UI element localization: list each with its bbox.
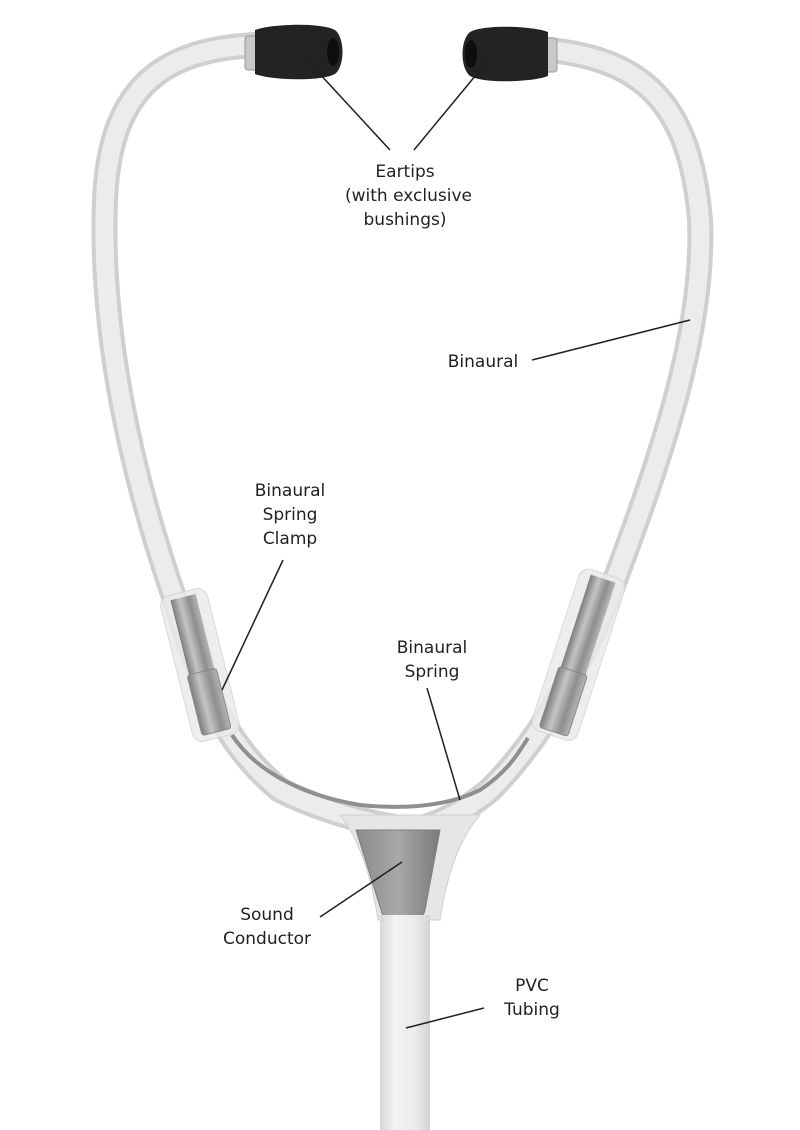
leader-sound-conductor [319,861,403,918]
label-eartips-line2: (with exclusive [345,186,472,206]
label-binaural-line1: Binaural [447,352,519,372]
right-eartip [462,26,558,82]
leader-eartip-right [413,57,491,151]
label-sound-conductor-line2: Conductor [222,929,311,949]
label-spring-clamp-line1: Binaural [254,481,326,501]
label-eartips: Eartips (with exclusive bushings) [345,160,472,232]
label-pvc-tubing: PVC Tubing [494,974,570,1022]
binaural-tubes [91,32,714,843]
leader-binaural [531,319,691,361]
left-spring-clamp [160,588,240,742]
label-sound-conductor-line1: Sound [240,905,294,925]
label-binaural: Binaural [440,350,526,374]
label-eartips-line3: bushings) [363,210,447,230]
label-spring-line2: Spring [404,662,460,682]
label-eartips-line1: Eartips [375,162,435,182]
right-spring-clamp [531,568,626,741]
label-pvc-tubing-line2: Tubing [504,1000,560,1020]
leader-pvc-tubing [405,1007,485,1029]
leader-spring [426,687,461,801]
binaural-spring [230,733,530,809]
label-binaural-spring: Binaural Spring [387,636,477,684]
label-pvc-tubing-line1: PVC [515,976,549,996]
left-eartip [244,24,343,80]
leader-lines [221,57,691,1029]
pvc-tubing [380,915,430,1130]
label-spring-line1: Binaural [396,638,468,658]
label-sound-conductor: Sound Conductor [218,903,316,951]
label-spring-clamp-line3: Clamp [262,529,318,549]
label-spring-clamp-line2: Spring [262,505,318,525]
leader-eartip-left [305,58,391,151]
leader-spring-clamp [221,559,284,691]
label-binaural-spring-clamp: Binaural Spring Clamp [245,479,335,551]
